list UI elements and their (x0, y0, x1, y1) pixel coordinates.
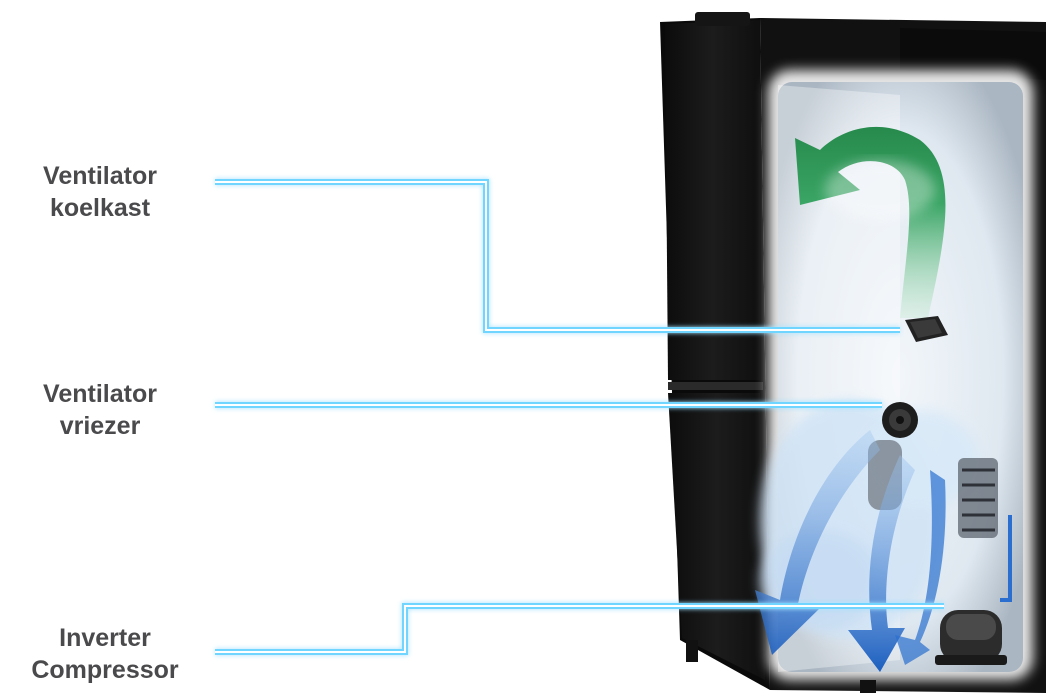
label-fridge-fan: Ventilator koelkast (0, 160, 210, 224)
label-freezer-fan-line1: Ventilator (0, 378, 210, 410)
freezer-fan-icon (882, 402, 918, 438)
compressor-icon (935, 610, 1007, 665)
label-compressor-line2: Compressor (0, 654, 215, 686)
label-fridge-fan-line1: Ventilator (0, 160, 210, 192)
label-compressor: Inverter Compressor (0, 622, 215, 686)
label-freezer-fan-line2: vriezer (0, 410, 210, 442)
label-fridge-fan-line2: koelkast (0, 192, 210, 224)
label-compressor-line1: Inverter (0, 622, 215, 654)
label-freezer-fan: Ventilator vriezer (0, 378, 210, 442)
